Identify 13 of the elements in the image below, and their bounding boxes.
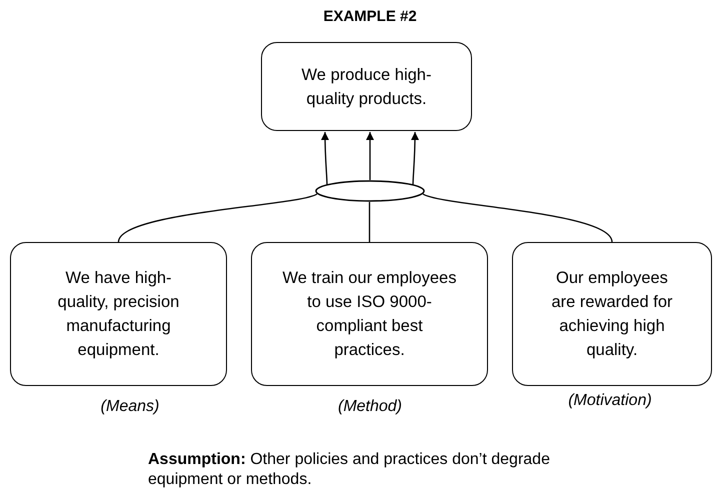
assumption-note: Assumption: Other policies and practices don’t degrade equipment or methods.	[148, 450, 551, 490]
statement-box: We produce high-quality products.	[261, 42, 472, 131]
arrow	[366, 132, 374, 180]
statement-box: We have high-quality, precision manufacturing equipment.	[10, 242, 227, 386]
diagram-title: EXAMPLE #2	[322, 8, 418, 25]
node-label: (Method)	[338, 398, 402, 416]
arrow	[410, 132, 419, 185]
node-label: (Means)	[100, 398, 160, 416]
statement-box: Our employees are rewarded for achieving high quality.	[512, 242, 712, 386]
node-label: (Motivation)	[568, 392, 652, 410]
arrow	[321, 132, 330, 185]
junction-ellipse	[315, 180, 425, 202]
statement-box: We train our employees to use ISO 9000-compliant best practices.	[251, 242, 488, 386]
